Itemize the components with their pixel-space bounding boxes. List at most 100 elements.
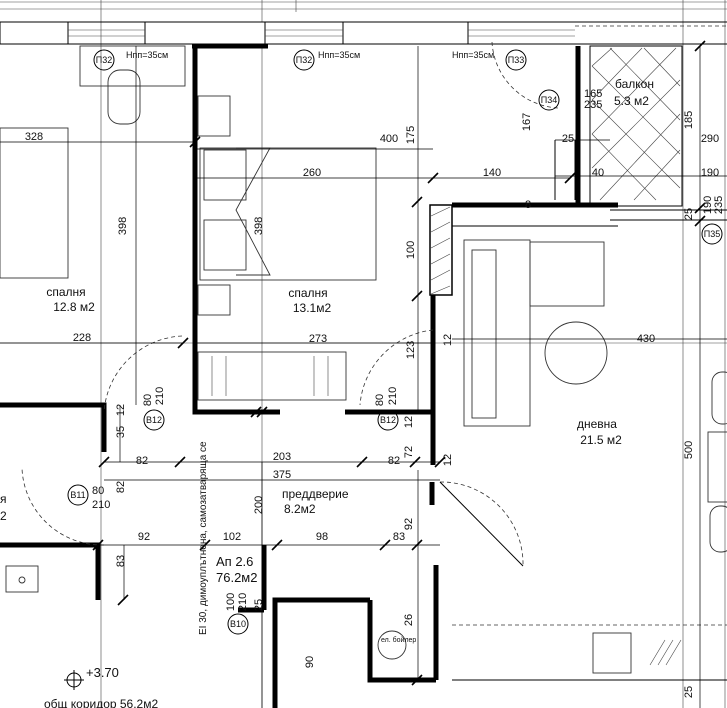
dimension: 375 xyxy=(273,469,291,481)
dimension: 100 xyxy=(405,241,417,259)
dimension: 25 xyxy=(562,133,574,145)
dimension: 140 xyxy=(483,167,501,179)
dimension: 400 xyxy=(380,133,398,145)
dimension: 167 xyxy=(521,113,533,131)
dimension: 35 xyxy=(115,426,127,438)
sill-note: Нпп=35см xyxy=(452,50,494,60)
sill-note: Нпп=35см xyxy=(318,50,360,60)
dimension: 398 xyxy=(117,217,129,235)
room-name: дневна xyxy=(577,417,617,431)
dimension: 92 xyxy=(403,518,415,530)
dimension: 12 xyxy=(115,404,127,416)
dimension: 185 xyxy=(683,111,695,129)
dimension: 203 xyxy=(273,451,291,463)
dimension: 83 xyxy=(115,555,127,567)
furniture xyxy=(0,45,727,681)
sill-note: Нпп=35см xyxy=(126,50,168,60)
dimension: 40 xyxy=(592,167,604,179)
dimension: 82 xyxy=(388,455,400,467)
window-tags: П32 П32 П33 П34 П35 xyxy=(93,49,723,245)
apartment-area: 76.2м2 xyxy=(216,570,257,585)
corridor-label: общ коридор 56.2м2 xyxy=(44,697,158,708)
dimension: 235 xyxy=(713,196,725,214)
room-labels: спалня 12.8 м2 спалня 13.1м2 балкон 5.3 … xyxy=(0,77,654,523)
door-tags: В12 В12 В11 В10 xyxy=(67,409,399,635)
dimension: 90 xyxy=(304,656,316,668)
top-facade xyxy=(0,21,727,45)
room-area: 21.5 м2 xyxy=(580,433,622,447)
sill-notes: Нпп=35см Нпп=35см Нпп=35см xyxy=(126,50,494,60)
door-tag: В12 xyxy=(380,415,396,425)
dimension: 273 xyxy=(309,333,327,345)
room-name: спалня xyxy=(288,286,327,300)
dimension: 25 xyxy=(683,686,695,698)
window-tag: П35 xyxy=(704,229,720,239)
dimension-texts: 328 228 400 260 140 273 430 165 235 25 4… xyxy=(25,88,719,543)
dimension: 25 xyxy=(253,599,265,611)
door-size: 80 xyxy=(142,394,154,406)
door-tag: В10 xyxy=(230,619,246,629)
dimension: 82 xyxy=(115,481,127,493)
window-tag: П32 xyxy=(96,55,112,65)
room-name: я xyxy=(0,492,7,506)
dimension: 398 xyxy=(253,217,265,235)
column-hatch xyxy=(430,206,451,295)
door-size: 80 xyxy=(374,394,386,406)
dimension: 82 xyxy=(136,455,148,467)
room-area: 5.3 м2 xyxy=(614,94,649,108)
dimension: 165 xyxy=(584,88,602,100)
dimension-ticks xyxy=(92,40,706,686)
dimension: 72 xyxy=(403,446,415,458)
elevation: +3.70 xyxy=(86,665,119,680)
walls xyxy=(0,43,727,708)
dimension: 12 xyxy=(442,334,454,346)
window-tag: П34 xyxy=(541,95,557,105)
dimension: 235 xyxy=(584,99,602,111)
dimension: 500 xyxy=(683,441,695,459)
dimension-texts-vertical: 398 398 175 100 123 500 167 185 190 235 … xyxy=(92,111,725,698)
dimension: 92 xyxy=(138,531,150,543)
dimension: 290 xyxy=(701,133,719,145)
dimension: 102 xyxy=(223,531,241,543)
dimension: 8 xyxy=(525,199,531,211)
dimension: 12 xyxy=(442,454,454,466)
dimension: 190 xyxy=(702,196,714,214)
door-size: 210 xyxy=(237,593,249,611)
door-size: 100 xyxy=(225,593,237,611)
level-marker: +3.70 общ коридор 56.2м2 xyxy=(44,665,158,708)
dimension: 98 xyxy=(316,531,328,543)
dimension-lines xyxy=(0,46,727,708)
room-name: спалня xyxy=(46,285,85,299)
dimension: 26 xyxy=(403,614,415,626)
window-tag: П33 xyxy=(508,55,524,65)
dimension: 190 xyxy=(701,167,719,179)
dimension: 430 xyxy=(637,333,655,345)
window-tag: П32 xyxy=(296,55,312,65)
door-size: 210 xyxy=(92,499,110,511)
dimension: 83 xyxy=(393,531,405,543)
dimension: 260 xyxy=(303,167,321,179)
room-name: балкон xyxy=(615,77,654,91)
dimension: 123 xyxy=(405,341,417,359)
door-tag: В11 xyxy=(70,490,85,500)
door-size: 210 xyxy=(387,387,399,405)
dimension: 200 xyxy=(253,496,265,514)
dimension: 12 xyxy=(403,416,415,428)
door-size: 80 xyxy=(92,485,104,497)
apartment-number: Ап 2.6 xyxy=(216,554,253,569)
door-size: 210 xyxy=(154,387,166,405)
dimension: 228 xyxy=(73,332,91,344)
dimension: 25 xyxy=(683,208,695,220)
door-swings xyxy=(21,41,559,567)
fire-door-note: EI 30, димоуплътнена, самозатваряща се xyxy=(198,441,209,635)
door-tag: В12 xyxy=(146,415,162,425)
dimension: 175 xyxy=(405,126,417,144)
dimension: 328 xyxy=(25,131,43,143)
room-area: 8.2м2 xyxy=(284,502,316,516)
room-area: 12.8 м2 xyxy=(53,300,95,314)
apartment-label: Ап 2.6 76.2м2 xyxy=(216,554,257,585)
balcony-tiles xyxy=(591,47,681,201)
boiler-label: ел. бойлер xyxy=(381,636,416,644)
room-name: преддверие xyxy=(282,487,349,501)
